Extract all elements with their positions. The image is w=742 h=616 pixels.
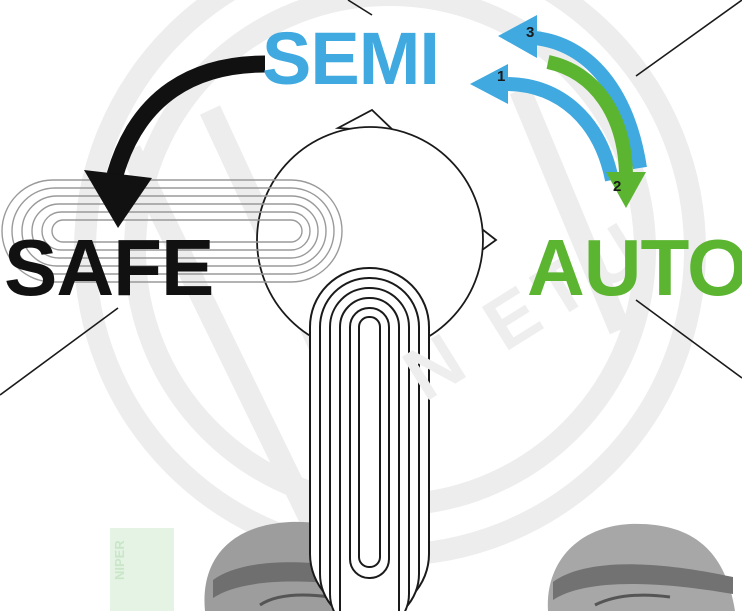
- semi-label: SEMI: [262, 22, 439, 96]
- safe-label: SAFE: [4, 228, 213, 308]
- watermark-side-text: NIPER: [113, 540, 126, 580]
- step-number-2: 2: [613, 179, 621, 194]
- step-number-3: 3: [526, 25, 534, 40]
- auto-label: AUTO: [527, 228, 742, 308]
- selector-lever-icon: [310, 268, 429, 611]
- step-number-1: 1: [497, 69, 505, 84]
